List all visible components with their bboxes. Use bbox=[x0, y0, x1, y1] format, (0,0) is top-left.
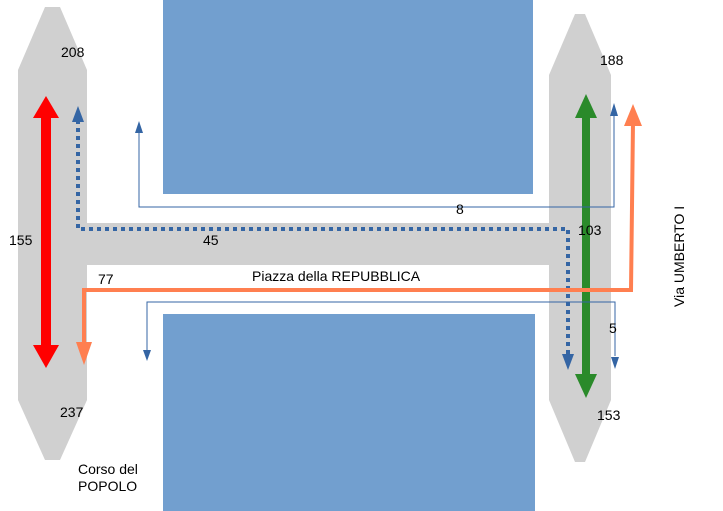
building-block-south bbox=[163, 314, 535, 511]
count-west-bottom: 237 bbox=[60, 404, 84, 420]
count-east-bottom: 153 bbox=[597, 407, 621, 423]
count-square-thin-lower: 5 bbox=[609, 320, 617, 336]
flow-arrow-red bbox=[33, 96, 59, 368]
count-square-thin-upper: 8 bbox=[456, 201, 464, 217]
flow-arrow-blue-thin-upper bbox=[135, 103, 618, 208]
count-east-through: 103 bbox=[578, 222, 602, 238]
flow-arrow-orange bbox=[76, 104, 642, 365]
flow-arrow-green bbox=[575, 94, 597, 398]
count-square-dotted: 45 bbox=[203, 232, 219, 248]
street-label-piazza: Piazza della REPUBBLICA bbox=[252, 268, 421, 284]
count-west-through: 155 bbox=[9, 232, 33, 248]
street-label-corso-line1: Corso del bbox=[78, 461, 138, 477]
flow-arrow-blue-dotted bbox=[72, 106, 574, 370]
count-square-orange: 77 bbox=[98, 271, 114, 287]
count-east-top: 188 bbox=[600, 52, 624, 68]
street-label-corso-line2: POPOLO bbox=[78, 478, 137, 494]
flow-arrow-blue-thin-lower bbox=[143, 301, 619, 369]
road-via-umberto bbox=[549, 14, 611, 462]
building-block-north bbox=[163, 0, 533, 194]
street-label-via-umberto: Via UMBERTO I bbox=[671, 206, 687, 307]
count-west-top: 208 bbox=[61, 44, 85, 60]
